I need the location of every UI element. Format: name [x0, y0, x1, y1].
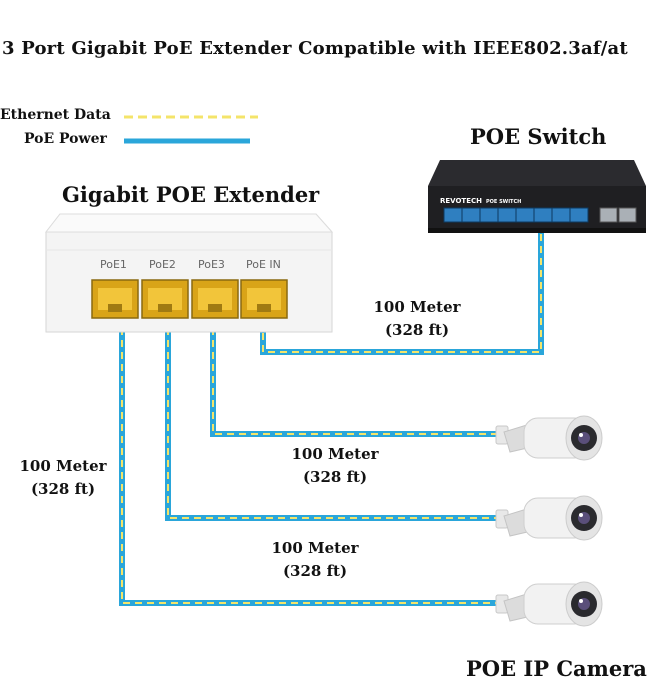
switch-brand: REVOTECH — [440, 197, 482, 205]
cable-to-camera-3 — [119, 304, 497, 606]
rj45-port-poe2 — [141, 279, 189, 319]
legend-ethernet-label: Ethernet Data — [0, 107, 111, 123]
cable-to-camera-1 — [210, 304, 497, 437]
ip-camera-3 — [495, 581, 603, 627]
switch-ports — [443, 207, 637, 223]
distance-label-camera-2: 100 Meter (328 ft) — [250, 537, 380, 583]
distance-feet: (328 ft) — [282, 562, 348, 580]
poe-extender-device: PoE1 PoE2 PoE3 PoE IN — [44, 213, 334, 333]
distance-meters: 100 Meter — [19, 457, 107, 475]
distance-feet: (328 ft) — [30, 480, 96, 498]
ip-camera-1 — [495, 415, 603, 461]
poe-switch-device: REVOTECH POE SWITCH — [428, 160, 646, 233]
distance-meters: 100 Meter — [291, 445, 379, 463]
distance-feet: (328 ft) — [384, 321, 450, 339]
rj45-port-poe3 — [191, 279, 239, 319]
port-label-poe1: PoE1 — [100, 258, 127, 271]
poe-switch-label: POE Switch — [470, 124, 607, 149]
distance-label-camera-1: 100 Meter (328 ft) — [270, 443, 400, 489]
rj45-port-poe-in — [240, 279, 288, 319]
camera-label: POE IP Camera — [466, 656, 647, 681]
switch-subtitle: POE SWITCH — [486, 199, 521, 205]
cable-to-camera-2 — [165, 304, 497, 521]
ip-camera-2 — [495, 495, 603, 541]
port-label-poe3: PoE3 — [198, 258, 225, 271]
distance-meters: 100 Meter — [271, 539, 359, 557]
distance-meters: 100 Meter — [373, 298, 461, 316]
page-title: 3 Port Gigabit PoE Extender Compatible w… — [2, 38, 628, 59]
port-label-poe2: PoE2 — [149, 258, 176, 271]
distance-label-left: 100 Meter (328 ft) — [0, 455, 128, 501]
extender-label: Gigabit POE Extender — [62, 182, 320, 207]
distance-feet: (328 ft) — [302, 468, 368, 486]
port-label-poe-in: PoE IN — [246, 258, 281, 271]
distance-label-switch: 100 Meter (328 ft) — [352, 296, 482, 342]
legend-power-label: PoE Power — [24, 131, 107, 147]
rj45-port-poe1 — [91, 279, 139, 319]
